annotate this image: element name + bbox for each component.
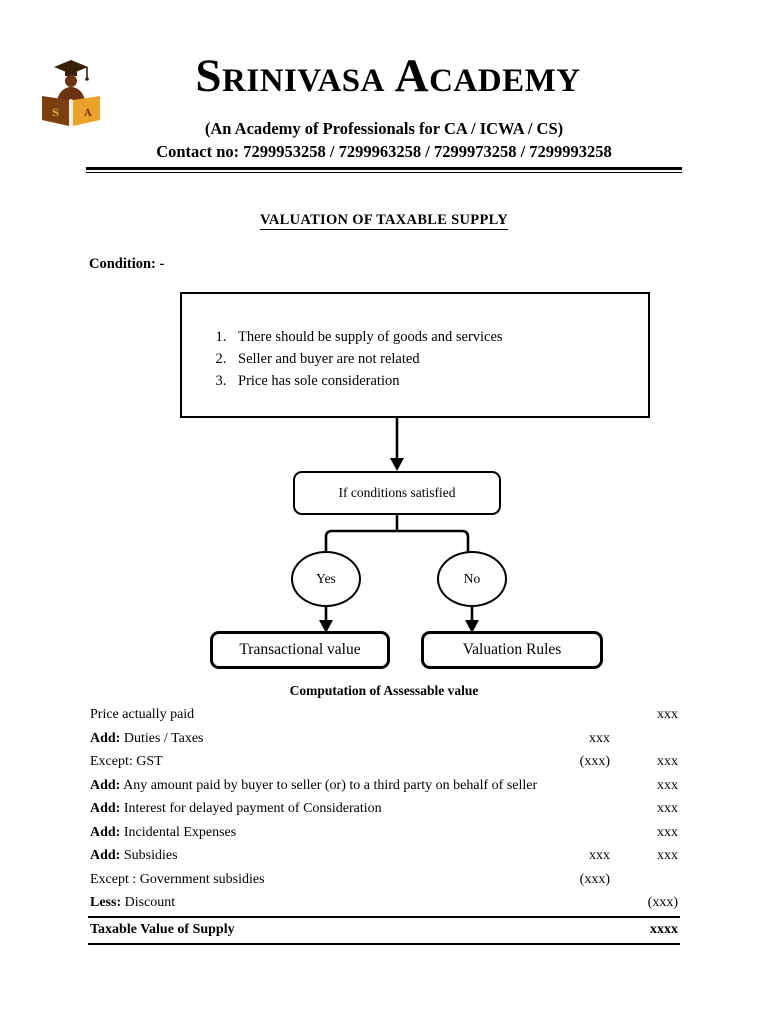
row-amount-1: xxx: [589, 848, 610, 863]
row-amount-1: [548, 798, 624, 822]
row-description: Except : Government subsidies: [88, 869, 548, 893]
result-valuation-rules: Valuation Rules: [421, 631, 603, 669]
total-amount-1: [548, 915, 624, 945]
row-text: Interest for delayed payment of Consider…: [123, 801, 382, 816]
page-title-text: VALUATION OF TAXABLE SUPPLY: [259, 212, 509, 230]
table-row: Add: Any amount paid by buyer to seller …: [88, 775, 680, 799]
computation-table: Price actually paid xxx Add: Duties / Ta…: [88, 704, 680, 945]
result-transactional-value: Transactional value: [210, 631, 390, 669]
row-amount-2: xxx: [657, 777, 678, 793]
row-text: Duties / Taxes: [123, 730, 204, 746]
row-amount-2: xxx: [657, 824, 678, 840]
row-label: Add:: [90, 801, 121, 816]
computation-table-body: Price actually paid xxx Add: Duties / Ta…: [88, 704, 680, 945]
table-row: Price actually paid xxx: [88, 704, 680, 728]
table-row: Add: Incidental Expenses xxx: [88, 822, 680, 846]
conditions-box: There should be supply of goods and serv…: [180, 292, 650, 418]
row-amount-2: xxx: [657, 801, 678, 816]
row-label: Add:: [90, 730, 121, 746]
row-amount-1: [548, 892, 624, 917]
branch-yes: Yes: [291, 551, 361, 607]
row-amount-2: [624, 728, 680, 752]
row-amount-1: xxx: [589, 730, 610, 746]
list-item: Price has sole consideration: [230, 370, 648, 392]
row-amount-2: [624, 869, 680, 893]
row-text: Except: GST: [90, 754, 163, 769]
row-label: Add:: [90, 848, 121, 863]
table-row: Except : Government subsidies (xxx): [88, 869, 680, 893]
row-label: Less:: [90, 895, 122, 910]
svg-text:S: S: [52, 108, 59, 119]
total-label: Taxable Value of Supply: [88, 915, 548, 945]
row-description: Add: Duties / Taxes: [88, 728, 548, 752]
table-row: Except: GST (xxx) xxx: [88, 751, 680, 775]
row-text: Incidental Expenses: [123, 824, 237, 840]
row-label: Add:: [90, 824, 121, 840]
row-text: Price actually paid: [90, 707, 195, 722]
academy-contact: Contact no: 7299953258 / 7299963258 / 72…: [156, 142, 612, 161]
conditions-list: There should be supply of goods and serv…: [182, 294, 648, 392]
table-row: Add: Subsidies xxx xxx: [88, 845, 680, 869]
row-text: Discount: [124, 895, 176, 910]
header-divider-thin: [86, 172, 682, 173]
academy-subtitle: (An Academy of Professionals for CA / IC…: [204, 119, 564, 138]
row-amount-1: [548, 775, 624, 799]
row-text: Subsidies: [123, 848, 178, 863]
row-description: Less: Discount: [88, 892, 548, 917]
total-amount-2: xxxx: [624, 915, 680, 945]
page-title: VALUATION OF TAXABLE SUPPLY: [0, 212, 768, 230]
header-divider-thick: [86, 167, 682, 170]
row-amount-2: xxx: [657, 754, 678, 769]
row-amount-1: [548, 704, 624, 728]
row-amount-2: (xxx): [647, 895, 678, 910]
row-text: Except : Government subsidies: [90, 871, 265, 887]
row-description: Add: Subsidies: [88, 845, 548, 869]
academy-logo-icon: S A: [38, 56, 104, 130]
row-text: Any amount paid by buyer to seller (or) …: [123, 777, 538, 793]
table-row: Add: Duties / Taxes xxx: [88, 728, 680, 752]
row-description: Except: GST: [88, 751, 548, 775]
branch-no: No: [437, 551, 507, 607]
list-item: Seller and buyer are not related: [230, 348, 648, 370]
table-row: Less: Discount (xxx): [88, 892, 680, 917]
row-description: Price actually paid: [88, 704, 548, 728]
academy-name: Srinivasa Academy: [195, 50, 581, 102]
row-description: Add: Interest for delayed payment of Con…: [88, 798, 548, 822]
list-item: There should be supply of goods and serv…: [230, 326, 648, 348]
row-amount-2: xxx: [657, 848, 678, 863]
page-header: S A Srinivasa Academy (An Academy of Pro…: [0, 0, 768, 178]
row-amount-1: [548, 822, 624, 846]
row-amount-2: xxx: [657, 707, 678, 722]
decision-box: If conditions satisfied: [293, 471, 501, 515]
svg-text:A: A: [83, 108, 92, 119]
condition-label: Condition: -: [89, 256, 165, 272]
row-amount-1: (xxx): [579, 754, 610, 769]
table-row-total: Taxable Value of Supply xxxx: [88, 915, 680, 945]
row-amount-1: (xxx): [579, 871, 610, 887]
computation-title: Computation of Assessable value: [289, 683, 479, 698]
row-label: Add:: [90, 777, 121, 793]
row-description: Add: Incidental Expenses: [88, 822, 548, 846]
table-row: Add: Interest for delayed payment of Con…: [88, 798, 680, 822]
row-description: Add: Any amount paid by buyer to seller …: [88, 775, 548, 799]
